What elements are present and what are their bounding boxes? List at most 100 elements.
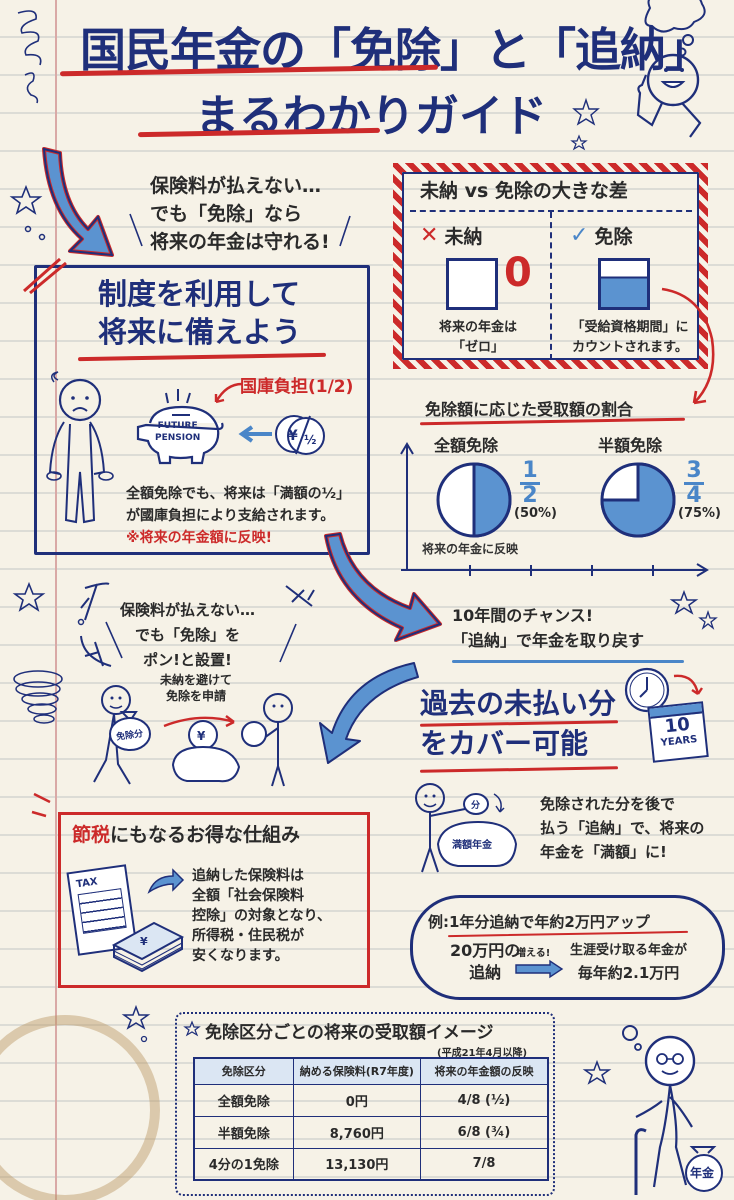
tax-heading-highlight: 節税 — [72, 824, 111, 846]
apply-note-line: 未納を避けて — [160, 673, 233, 687]
tax-box — [58, 812, 370, 988]
apply-note: 未納を避けて 免除を申請 — [160, 672, 232, 704]
bag-label: 分 — [471, 801, 481, 811]
empty-box-icon — [446, 258, 498, 310]
tax-body-line: 所得税・住民税が — [192, 928, 304, 944]
exempt-desc: 「受給資格期間」に カウントされます。 — [560, 318, 700, 358]
state-burden-label: 国庫負担(1/2) — [240, 377, 354, 397]
middle-text-line: ポン!と設置! — [143, 651, 232, 669]
table-header: 免除区分 — [193, 1057, 294, 1085]
table-row: 全額免除 0円 4/8 (½) — [193, 1083, 549, 1117]
piggy-label-line: FUTURE — [157, 421, 198, 431]
table-header: 将来の年金額の反映 — [420, 1057, 549, 1085]
cash-stack-icon: ¥ — [111, 921, 185, 973]
exempt-desc-line: 「受給資格期間」に — [571, 320, 689, 335]
star-icon — [121, 1004, 151, 1043]
catchup-heading-line: をカバー可能 — [420, 727, 589, 760]
chance-line: 10年間のチャンス! — [452, 606, 594, 625]
exemption-table: 免除区分 納める保険料(R7年度) 将来の年金額の反映 全額免除 0円 4/8 … — [193, 1057, 549, 1181]
middle-text-line: でも「免除」を — [135, 626, 241, 644]
unpaid-label: 未納 — [444, 226, 483, 248]
thinking-person-icon — [636, 0, 706, 138]
curved-arrow-icon — [214, 382, 243, 404]
coffee-stain — [0, 1015, 160, 1200]
system-body-line: が國庫負担により支給されます。 — [126, 508, 335, 524]
system-body-line: 全額免除でも、将来は「満額の½」 — [126, 486, 351, 502]
pie-chart-half — [436, 462, 512, 538]
table-cell: 半額免除 — [193, 1115, 294, 1149]
catchup-body-line: 年金を「満額」に! — [540, 843, 667, 861]
catchup-underline-2 — [419, 766, 619, 773]
svg-text:¥: ¥ — [288, 428, 298, 444]
catchup-body-line: 払う「追納」で、将来の — [540, 819, 705, 837]
tax-heading-rest: にもなるお得な仕組み — [110, 824, 301, 846]
cross-icon: ✕ — [420, 223, 439, 248]
arrow-down-left-icon — [319, 662, 419, 764]
divider — [550, 212, 552, 360]
star-icon — [582, 1059, 612, 1085]
svg-text:½: ½ — [304, 433, 316, 447]
red-arrow-icon — [673, 674, 703, 695]
person-with-bag-icon — [93, 685, 151, 785]
table-cell: 4/8 (½) — [420, 1083, 549, 1117]
example-left: 20万円の 追納 — [450, 940, 520, 984]
middle-text-line: 保険料が払えない… — [120, 601, 256, 619]
system-heading: 制度を利用して 将来に備えよう — [98, 275, 301, 351]
unpaid-label-row: ✕ 未納 — [420, 222, 482, 249]
exempt-label: 免除 — [594, 226, 633, 248]
piggy-label: FUTURE PENSION — [155, 420, 200, 444]
table-row: 4分の1免除 13,130円 7/8 — [193, 1147, 549, 1181]
table-cell: 7/8 — [420, 1147, 549, 1181]
example-left-line: 追納 — [469, 963, 502, 982]
table-frame — [175, 1012, 555, 1196]
person-with-pot-icon — [241, 693, 293, 787]
unpaid-desc-line: 将来の年金は — [438, 320, 517, 335]
svg-text:¥: ¥ — [197, 729, 206, 743]
tax-body-line: 控除」の対象となり、 — [192, 908, 332, 924]
system-box — [34, 265, 370, 555]
table-cell: 8,760円 — [292, 1115, 422, 1149]
emphasis-marks — [105, 621, 297, 663]
fraction-half: 1 2 — [520, 460, 540, 507]
scribble-icon — [17, 10, 42, 104]
table-note: (平成21年4月以降) — [437, 1048, 528, 1059]
star-icon — [669, 589, 718, 630]
yen-coin-icon: ¥ ½ — [275, 415, 325, 455]
curved-arrow-icon — [661, 287, 715, 405]
tornado-scribble — [13, 670, 63, 724]
intro-text: 保険料が払えない… でも「免除」なら 将来の年金は守れる! — [150, 172, 330, 256]
tax-doc-label: TAX — [75, 876, 99, 891]
comparison-heading: 未納 vs 免除の大きな差 — [420, 180, 628, 202]
intro-line: 将来の年金は守れる! — [150, 231, 330, 253]
piggy-label-line: PENSION — [155, 433, 201, 443]
denominator: 2 — [522, 483, 538, 508]
star-icon — [9, 184, 46, 241]
catchup-body-line: 免除された分を後で — [540, 795, 676, 813]
pie-label-half: 半額免除 — [598, 436, 663, 455]
tax-body-line: 追納した保険料は — [192, 868, 304, 884]
tax-body-line: 全額「社会保険料 — [192, 888, 304, 904]
chance-text: 10年間のチャンス! 「追納」で年金を取り戻す — [452, 603, 644, 653]
chart-axes — [400, 442, 709, 577]
table-cell: 13,130円 — [292, 1147, 422, 1181]
table-cell: 6/8 (¾) — [420, 1115, 549, 1149]
pension-bag-label: 年金 — [690, 1166, 715, 1180]
star-icon — [285, 585, 315, 607]
arrow-right-icon — [515, 959, 564, 979]
intro-line: 保険料が払えない… — [150, 175, 322, 197]
elderly-person-icon — [622, 1025, 723, 1195]
red-hatch-mark — [23, 257, 67, 295]
piggy-bank-icon — [136, 389, 224, 465]
example-heading: 例:1年分追納で年約2万円アップ — [428, 913, 650, 931]
table-cell: 全額免除 — [193, 1083, 294, 1117]
catchup-heading: 過去の未払い分 をカバー可能 — [420, 684, 616, 764]
axis-label: 将来の年金に反映 — [422, 542, 519, 556]
system-note: ※将来の年金額に反映! — [126, 530, 272, 546]
table-header: 納める保険料(R7年度) — [292, 1057, 422, 1085]
red-arrow-right-icon — [163, 715, 235, 728]
increase-label: 増える! — [516, 948, 551, 959]
worried-person-icon — [46, 371, 114, 524]
apply-note-line: 免除を申請 — [166, 689, 227, 703]
chance-line: 「追納」で年金を取り戻す — [452, 631, 645, 650]
unpaid-value: 0 — [504, 250, 532, 296]
